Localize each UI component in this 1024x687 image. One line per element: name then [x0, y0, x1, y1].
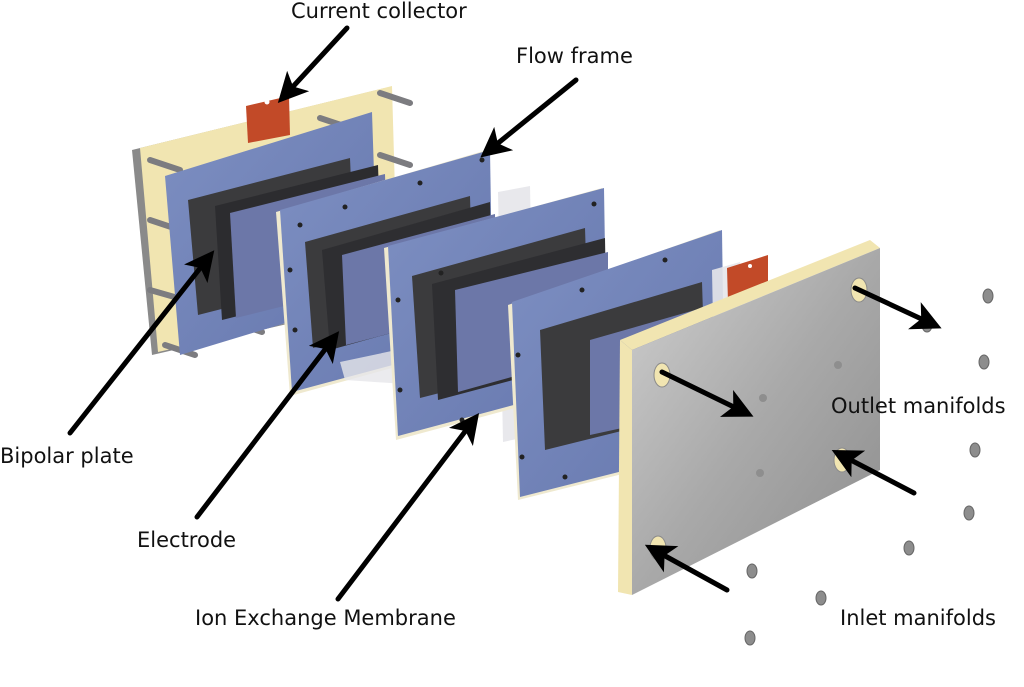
label-inlet-manifolds: Inlet manifolds: [840, 606, 996, 630]
label-current-collector: Current collector: [291, 0, 467, 23]
fitting: [903, 540, 915, 556]
arrow-current-collector: [277, 25, 350, 104]
fitting: [982, 288, 994, 304]
fitting: [744, 630, 756, 646]
end-plate-right: [618, 240, 880, 595]
label-ion-exchange-membrane: Ion Exchange Membrane: [195, 606, 456, 630]
arrow-inlet-1: [831, 450, 917, 496]
arrow-outlet-2: [659, 369, 754, 417]
fitting: [969, 442, 981, 458]
arrow-ion-exchange-membrane: [335, 413, 480, 602]
arrow-bipolar-plate: [67, 250, 215, 436]
label-outlet-manifolds: Outlet manifolds: [831, 394, 1006, 418]
current-collector-left: [246, 96, 290, 143]
arrow-flow-frame: [480, 77, 579, 158]
label-electrode: Electrode: [137, 528, 237, 552]
label-flow-frame: Flow frame: [516, 44, 633, 68]
arrow-electrode: [194, 331, 340, 520]
arrow-inlet-2: [644, 544, 730, 593]
arrow-outlet-1: [852, 285, 942, 330]
fitting: [963, 505, 975, 521]
fitting: [978, 354, 990, 370]
fitting: [815, 590, 827, 606]
fitting: [746, 563, 758, 579]
label-bipolar-plate: Bipolar plate: [0, 444, 134, 468]
